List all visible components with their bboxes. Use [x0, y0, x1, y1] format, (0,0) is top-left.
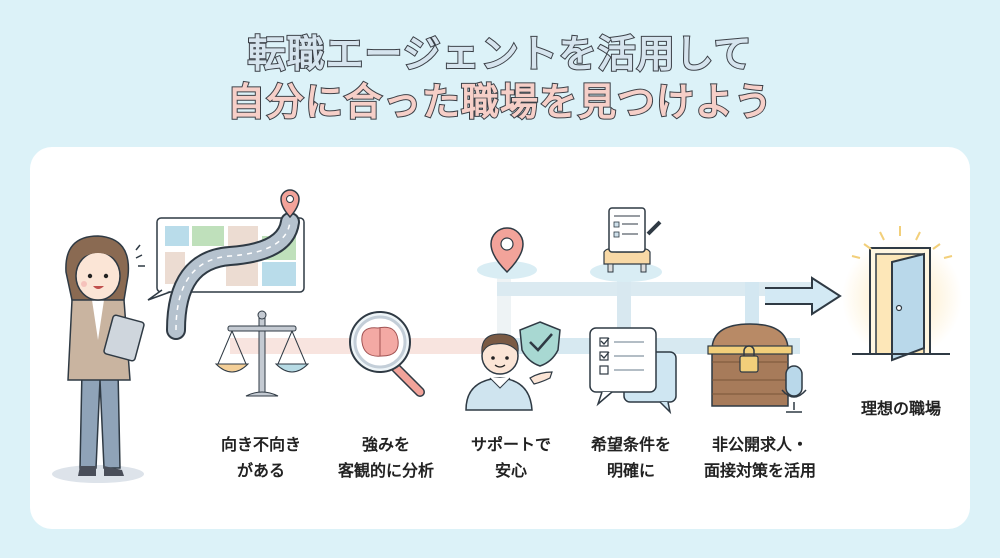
- step-label-4: 希望条件を 明確に: [590, 435, 671, 480]
- advisor-shield-icon: [465, 321, 561, 411]
- page-title: 転職エージェントを活用して 自分に合った職場を見つけよう: [0, 30, 1000, 126]
- magnifier-brain-icon: [349, 311, 425, 397]
- open-door-icon: [842, 226, 962, 362]
- document-chair-icon: [590, 207, 662, 282]
- treasure-chest-mic-icon: [707, 323, 807, 413]
- arrow-right-icon: [765, 276, 842, 316]
- path-connectors: [230, 270, 817, 354]
- title-line-2: 自分に合った職場を見つけよう: [226, 79, 773, 125]
- checklist-chat-icon: [589, 327, 677, 415]
- step-label-3: サポートで 安心: [470, 435, 551, 480]
- location-pin-icon: [477, 227, 537, 279]
- step-label-1: 向き不向き がある: [220, 435, 301, 480]
- title-line-1: 転職エージェントを活用して: [246, 31, 753, 77]
- woman-with-tablet-icon: [52, 235, 145, 483]
- goal-label: 理想の職場: [860, 399, 941, 418]
- map-route-bubble-icon: [147, 189, 305, 340]
- balance-scale-icon: [214, 310, 310, 397]
- step-label-5: 非公開求人・ 面接対策を活用: [703, 435, 816, 480]
- step-label-2: 強みを 客観的に分析: [337, 435, 434, 480]
